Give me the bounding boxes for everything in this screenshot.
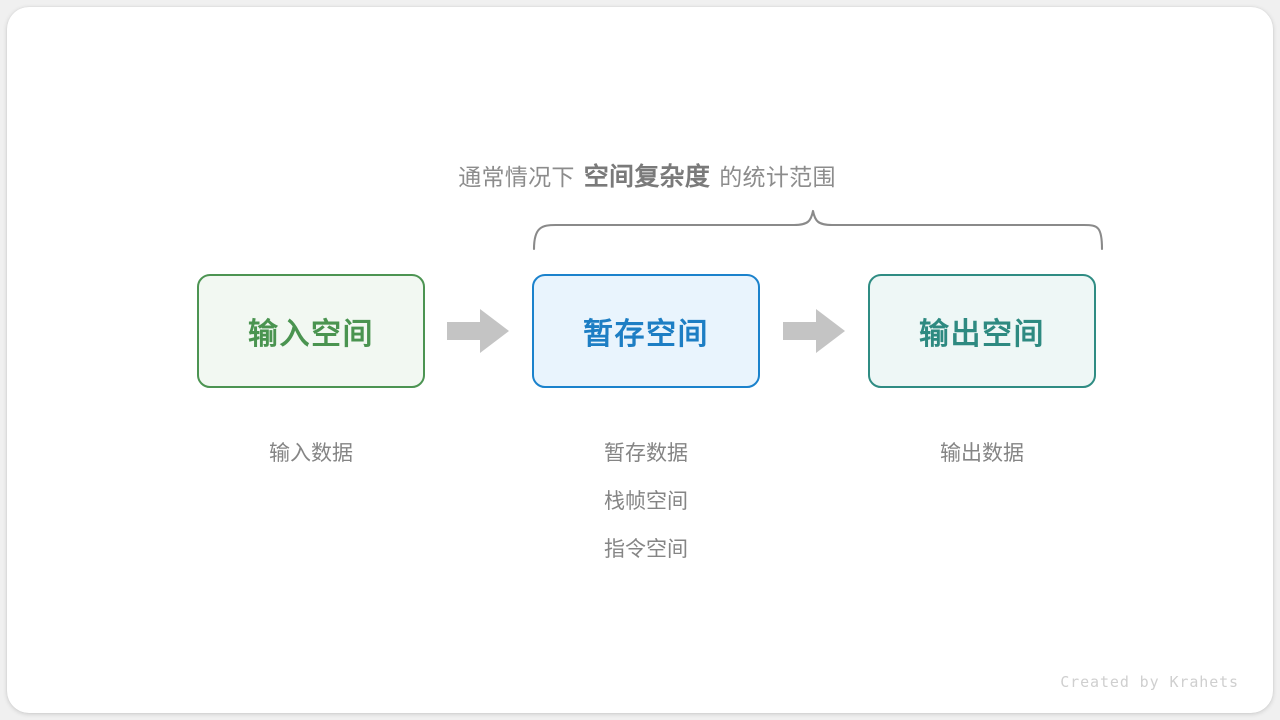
caption-prefix: 通常情况下 xyxy=(458,164,575,190)
stage-sublabels-temp: 暂存数据 栈帧空间 指令空间 xyxy=(532,430,760,574)
stage-box-temp[interactable]: 暂存空间 xyxy=(532,274,760,388)
figure-card: 通常情况下空间复杂度的统计范围 输入空间 暂存空间 输出空间 输入数据 暂存数据 xyxy=(7,7,1273,713)
scope-brace-icon xyxy=(532,209,1104,251)
caption-suffix: 的统计范围 xyxy=(719,164,836,190)
scope-caption: 通常情况下空间复杂度的统计范围 xyxy=(7,157,1273,193)
caption-emphasis: 空间复杂度 xyxy=(583,163,711,191)
sublabel-item: 输出数据 xyxy=(940,442,1024,465)
stage-box-input[interactable]: 输入空间 xyxy=(197,274,425,388)
arrow-right-icon-temp-to-output xyxy=(783,309,845,353)
arrow-right-icon-input-to-temp xyxy=(447,309,509,353)
sublabel-item: 指令空间 xyxy=(604,538,688,561)
stage-box-output[interactable]: 输出空间 xyxy=(868,274,1096,388)
sublabel-item: 暂存数据 xyxy=(604,442,688,465)
stage-box-output-label: 输出空间 xyxy=(919,318,1045,351)
stage-box-input-label: 输入空间 xyxy=(248,318,374,351)
stage-sublabels-input: 输入数据 xyxy=(197,430,425,478)
sublabel-item: 栈帧空间 xyxy=(604,490,688,513)
stage-sublabels-output: 输出数据 xyxy=(868,430,1096,478)
watermark: Created by Krahets xyxy=(1060,673,1239,691)
sublabel-item: 输入数据 xyxy=(269,442,353,465)
stage-box-temp-label: 暂存空间 xyxy=(583,318,709,351)
